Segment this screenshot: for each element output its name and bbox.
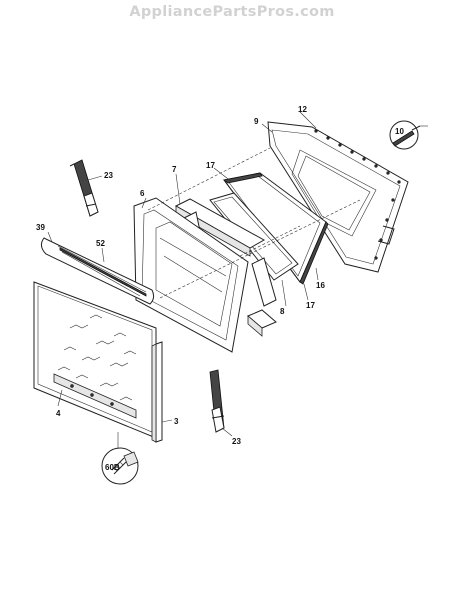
callout-52: 52	[96, 239, 105, 248]
callout-17-lower: 17	[306, 301, 315, 310]
callout-7: 7	[172, 165, 177, 174]
callout-17-upper: 17	[206, 161, 215, 170]
callout-8: 8	[280, 307, 285, 316]
callout-39: 39	[36, 223, 45, 232]
watermark-text: AppliancePartsPros.com	[129, 4, 335, 20]
door-frame	[133, 197, 249, 353]
callout-4: 4	[56, 409, 61, 418]
door-side-trim	[151, 341, 163, 443]
callout-60b: 60B	[105, 463, 120, 472]
callout-9: 9	[254, 117, 259, 126]
callout-10: 10	[395, 127, 404, 136]
callout-12: 12	[298, 105, 307, 114]
callout-23-lower: 23	[232, 437, 241, 446]
hinge-upper	[69, 159, 99, 217]
explode-leader-lines	[147, 147, 361, 299]
screw-part-60b	[101, 447, 139, 485]
screw-part-10	[389, 120, 421, 150]
door-handle	[40, 237, 155, 305]
callout-23-upper: 23	[104, 171, 113, 180]
outer-door-glass	[33, 281, 157, 439]
callout-6: 6	[140, 189, 145, 198]
callout-3: 3	[174, 417, 179, 426]
callout-16: 16	[316, 281, 325, 290]
callout-leaders	[47, 111, 428, 448]
hinge-lower	[209, 369, 225, 433]
door-inner-panel	[267, 121, 409, 273]
